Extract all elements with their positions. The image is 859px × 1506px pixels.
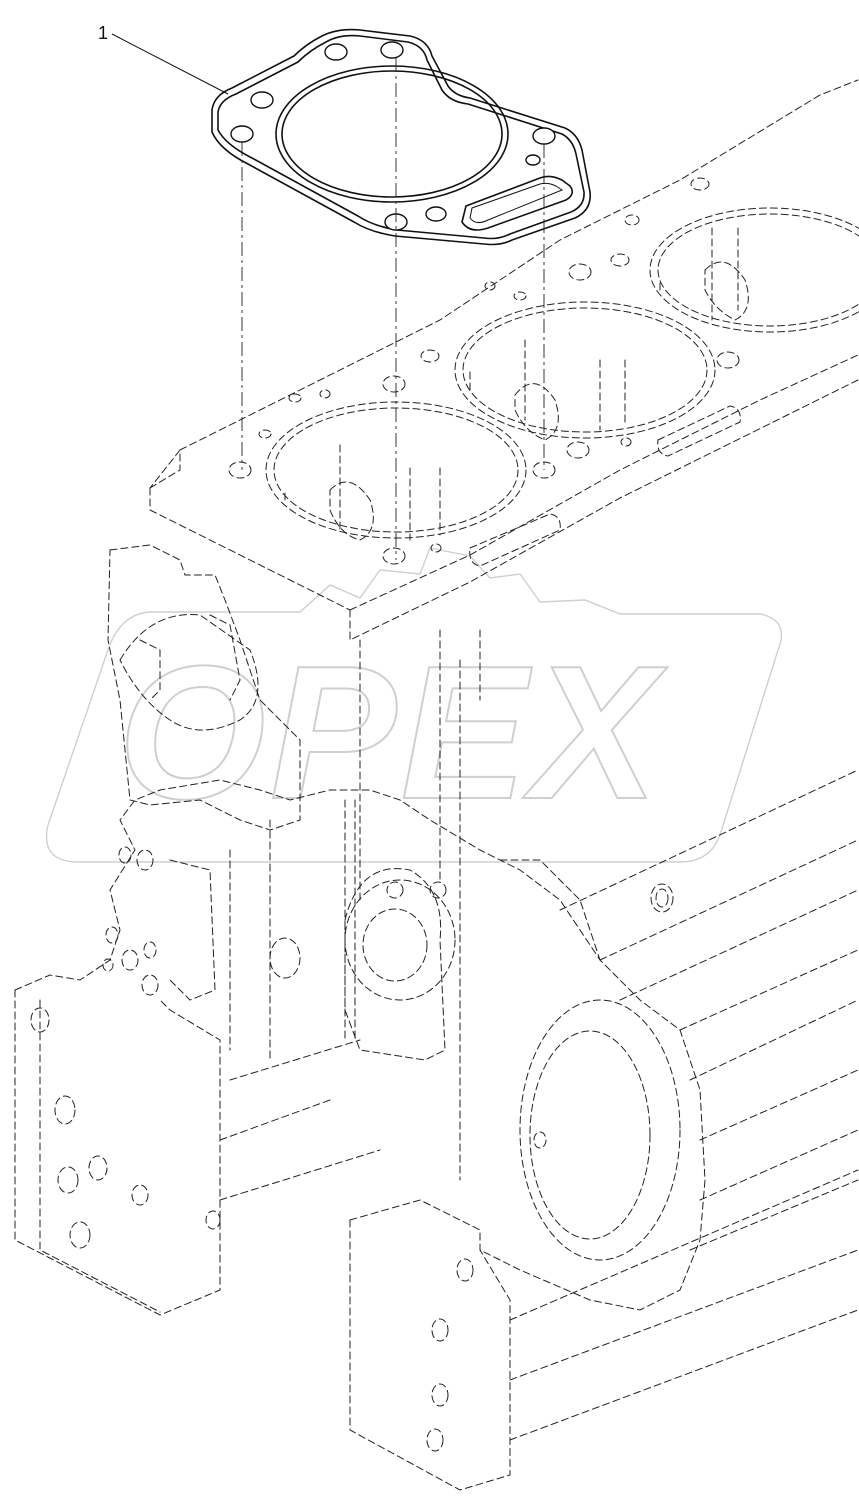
- gasket-bolt-hole: [324, 43, 348, 61]
- watermark-frame: [45, 547, 783, 863]
- gasket-coolant-slot: [461, 175, 574, 231]
- cylinder-bore: [454, 301, 716, 439]
- front-housing: [107, 544, 301, 831]
- alignment-lines: [241, 58, 545, 560]
- gasket-bolt-hole: [425, 206, 447, 222]
- gasket-outline-inner: [217, 34, 585, 240]
- front-plate: [14, 779, 706, 1311]
- callout-number: 1: [98, 23, 108, 43]
- gasket-bolt-hole: [532, 127, 556, 145]
- engine-block: [14, 79, 859, 1491]
- gasket-bolt-hole: [250, 91, 274, 109]
- watermark: OPEX: [45, 547, 783, 863]
- crank-bore: [519, 999, 681, 1261]
- gasket-outline: [211, 28, 592, 246]
- gasket-bore-ring: [275, 65, 509, 203]
- callout-1: 1: [98, 23, 229, 95]
- leader-line: [111, 33, 229, 95]
- block-deck: [149, 79, 859, 489]
- cylinder-head-gasket: [211, 28, 592, 246]
- cylinder-bore: [649, 207, 859, 333]
- gasket-bolt-hole: [525, 154, 541, 166]
- cylinder-bore: [265, 401, 527, 539]
- gasket-bolt-hole: [380, 41, 404, 59]
- watermark-text: OPEX: [118, 627, 668, 839]
- gasket-bolt-hole: [230, 125, 254, 143]
- gasket-coolant-slot-inner: [469, 182, 564, 224]
- gasket-bore: [281, 70, 503, 198]
